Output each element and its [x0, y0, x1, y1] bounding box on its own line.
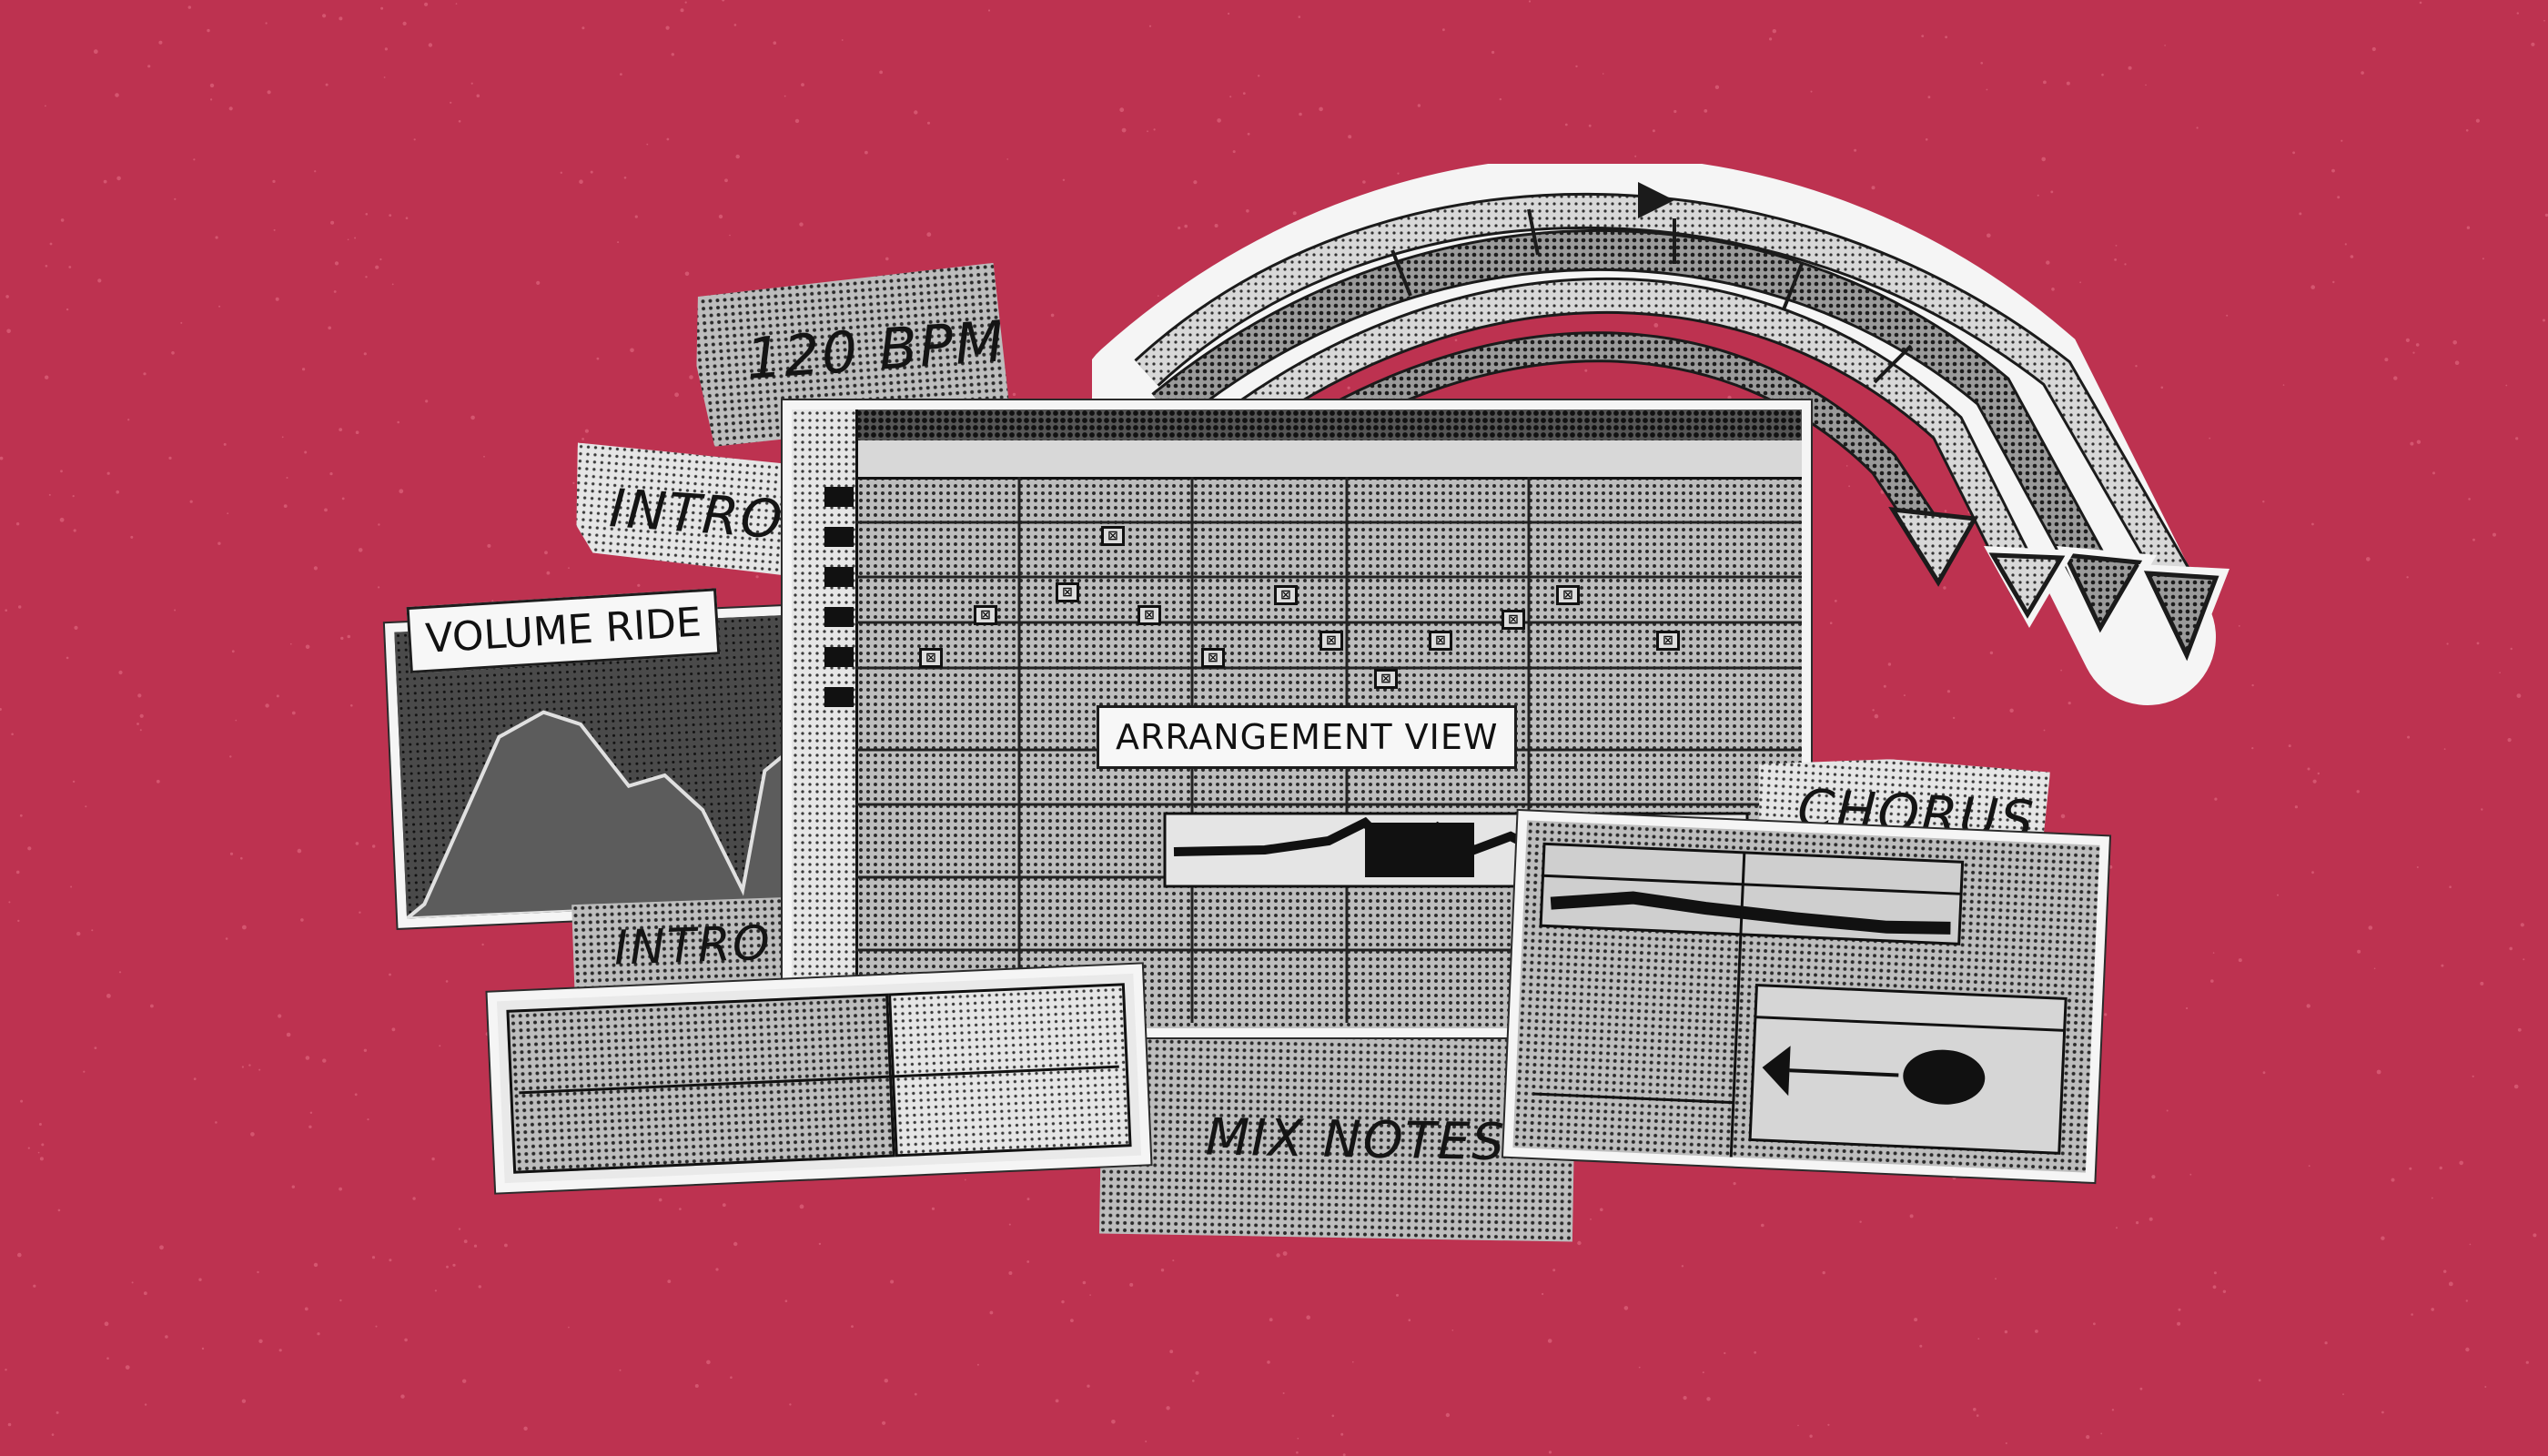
midi-note-icon: ⊠ [1429, 631, 1452, 651]
midi-note-icon: ⊠ [1374, 669, 1398, 689]
midi-note-icon: ⊠ [1656, 631, 1680, 651]
midi-note-icon: ⊠ [1556, 585, 1580, 605]
midi-note-icon: ⊠ [1201, 648, 1225, 668]
midi-note-icon: ⊠ [1056, 582, 1079, 602]
arrangement-view-label: ARRANGEMENT VIEW [1097, 705, 1518, 769]
waveform-icon [1550, 891, 1951, 935]
midi-note-icon: ⊠ [1101, 526, 1125, 546]
timeline-bar [855, 440, 1802, 480]
curved-arrows-icon [1092, 164, 2230, 705]
midi-note-icon: ⊠ [974, 605, 997, 625]
waveform-icon [1762, 1046, 1791, 1097]
mix-notes-tag: MIX NOTES [1098, 1015, 1577, 1242]
midi-note-icon: ⊠ [1320, 631, 1343, 651]
mix-notes-label: MIX NOTES [1205, 1107, 1507, 1173]
midi-note-icon: ⊠ [1274, 585, 1298, 605]
timeline-ruler [855, 410, 1802, 443]
intro-tag-top: INTRO [570, 442, 804, 576]
clip-detail-content [1532, 842, 2068, 1158]
intro-bottom-label: INTRO [612, 915, 773, 976]
clip-detail-panel [1512, 820, 2100, 1173]
bpm-label: 120 BPM [743, 308, 1008, 392]
midi-note-icon: ⊠ [1502, 610, 1525, 630]
intro-top-label: INTRO [607, 477, 786, 551]
intro-tag-bottom: INTRO [571, 896, 794, 1006]
automation-curve-icon [394, 614, 807, 919]
track-markers [824, 487, 854, 707]
fader-panel [496, 973, 1142, 1184]
volume-ride-panel: VOLUME RIDE [394, 588, 807, 919]
midi-note-icon: ⊠ [1138, 605, 1161, 625]
track-header-strip [792, 410, 858, 1028]
midi-note-icon: ⊠ [919, 648, 943, 668]
